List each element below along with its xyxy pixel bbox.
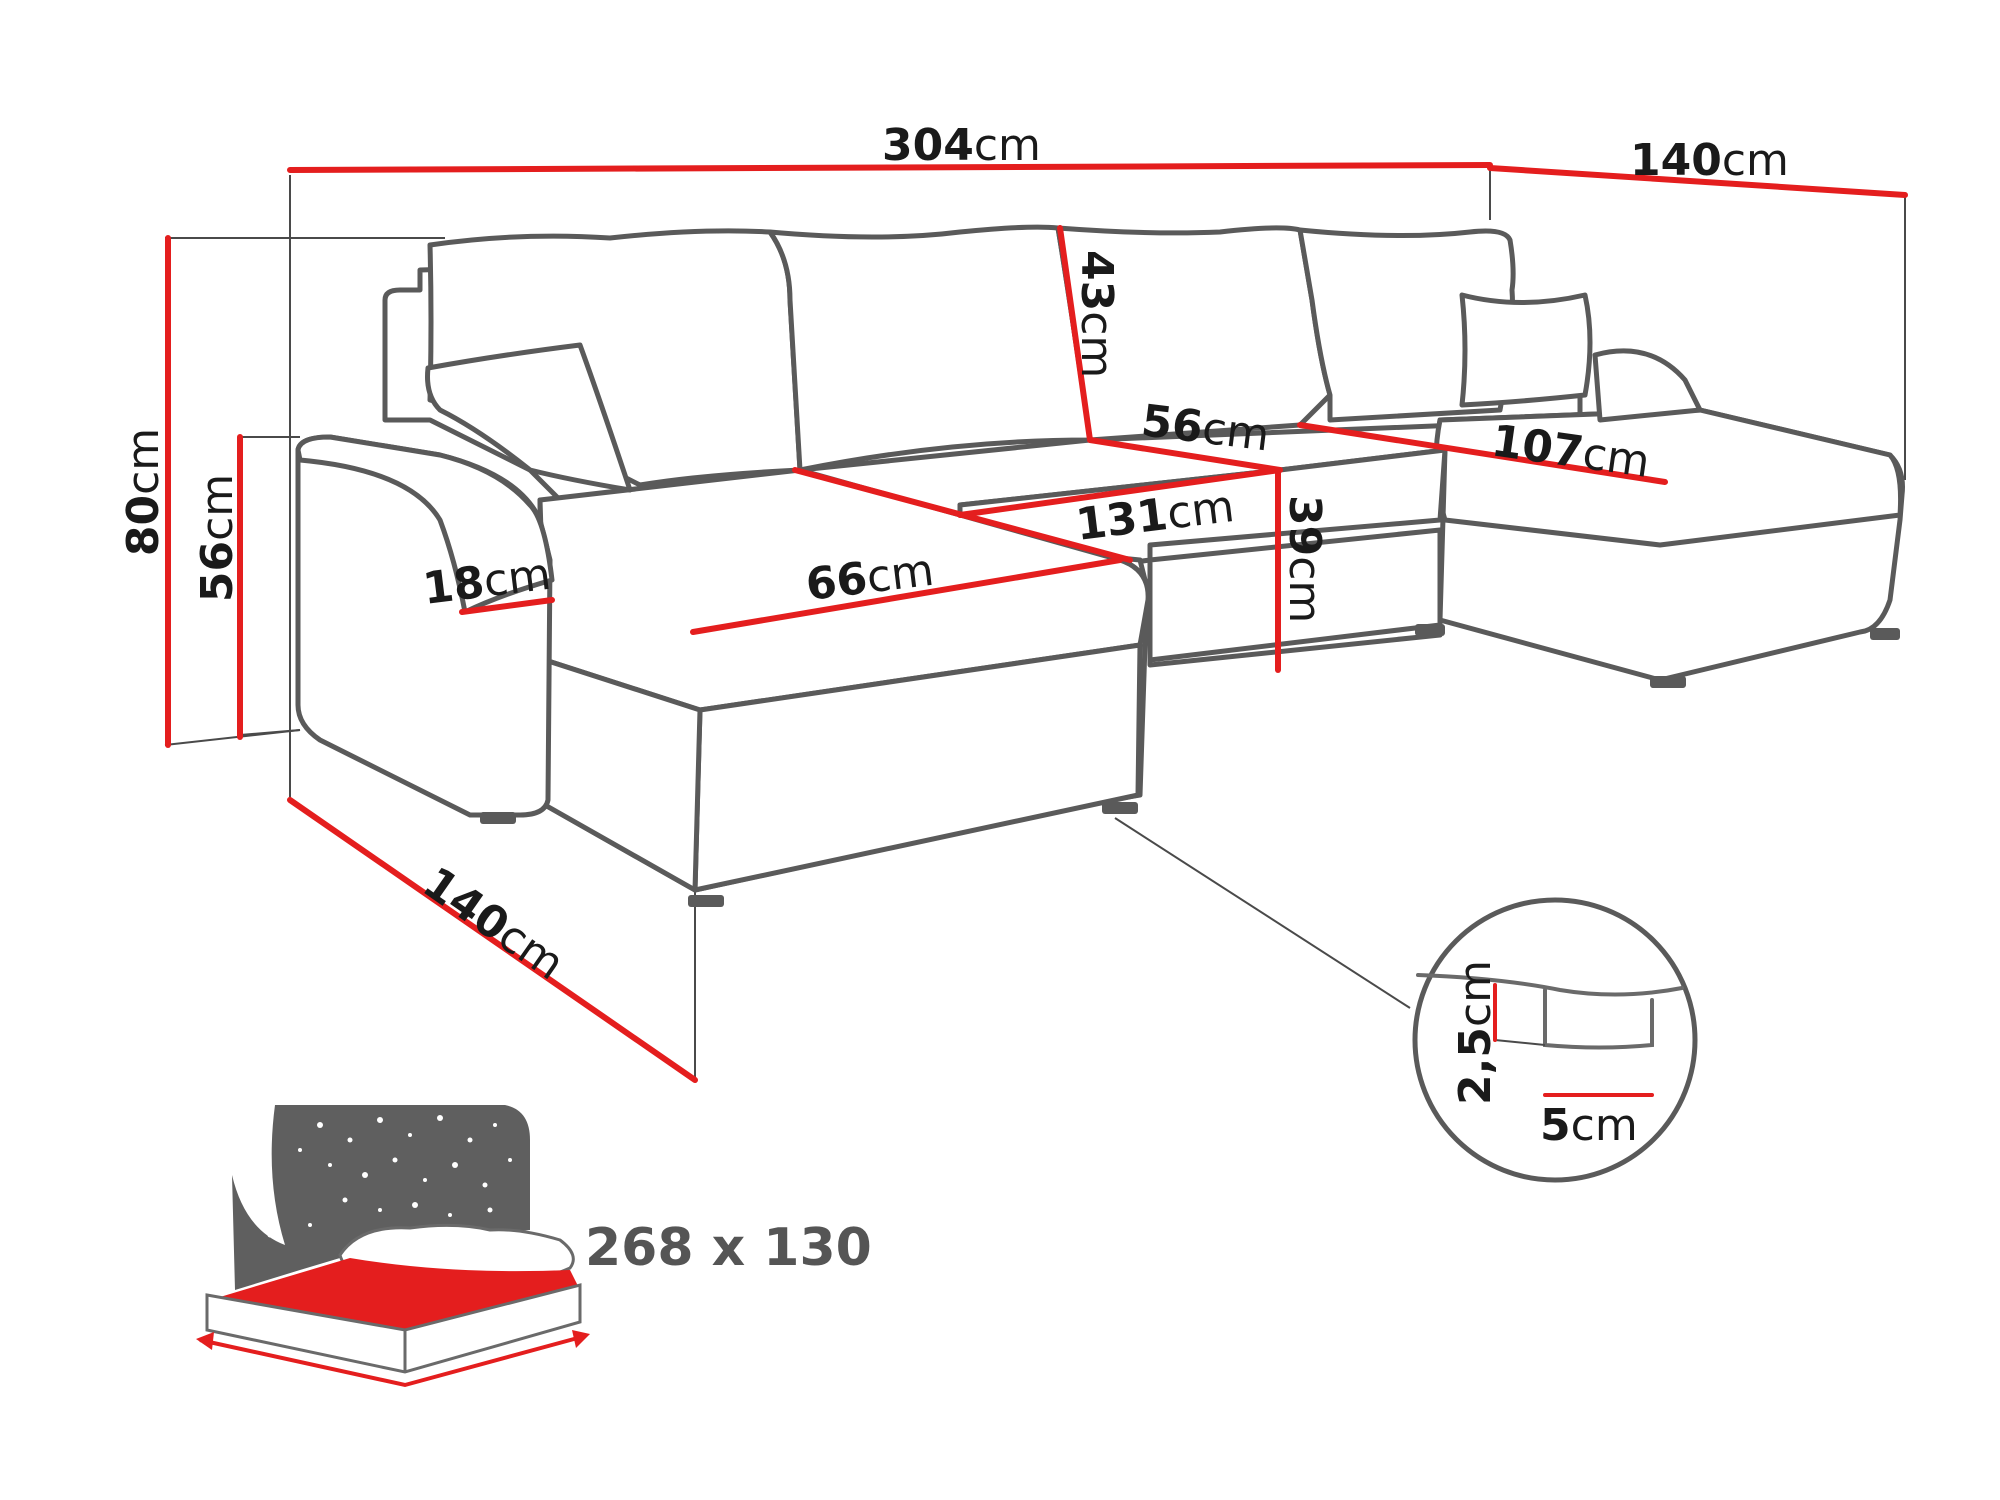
label-leg-height: 2,5cm xyxy=(1450,960,1501,1105)
leg xyxy=(1650,676,1686,688)
leg xyxy=(1870,628,1900,640)
label-back-cushion-height: 43cm xyxy=(1071,250,1122,378)
arrow-head-right-icon xyxy=(572,1330,590,1348)
sofa-drawing xyxy=(295,224,1905,907)
dim-line-armrest-width xyxy=(459,597,555,615)
throw-pillow-left xyxy=(425,342,633,493)
leg-detail-inset: 2,5cm 5cm xyxy=(1412,897,1698,1183)
leg xyxy=(480,812,516,824)
dimension-labels: 304cm 140cm 80cm 56cm 140cm 18cm 66cm 13… xyxy=(118,120,1789,990)
dim-line-left-depth xyxy=(287,797,698,1083)
sleeping-area-icon: 268 x 130 xyxy=(196,1105,872,1388)
label-center-seat-width: 131cm xyxy=(1073,481,1237,551)
right-chaise-arm xyxy=(1592,348,1703,423)
dim-line-right-depth xyxy=(1487,165,1908,198)
label-center-seat-depth: 56cm xyxy=(1139,395,1273,461)
stars-icon xyxy=(253,1115,512,1238)
leg xyxy=(688,895,724,907)
leg-detail-sofa-base xyxy=(1416,973,1684,997)
label-left-seat-depth: 66cm xyxy=(803,545,937,611)
leg xyxy=(1102,802,1138,814)
label-armrest-width: 18cm xyxy=(420,549,554,615)
sleeping-area-label: 268 x 130 xyxy=(585,1218,872,1278)
label-left-depth: 140cm xyxy=(414,857,573,990)
dim-line-back-cushion-height xyxy=(1057,225,1093,443)
extension-lines xyxy=(164,168,1906,1080)
leg-detail-foot xyxy=(1543,988,1654,1050)
dim-line-left-seat-depth xyxy=(690,557,1123,635)
label-right-seat-depth: 107cm xyxy=(1488,415,1652,488)
back-cushion-right xyxy=(1297,227,1516,423)
label-right-depth: 140cm xyxy=(1630,135,1789,186)
arrow-head-left-icon xyxy=(196,1332,214,1350)
label-armrest-height: 56cm xyxy=(192,474,243,602)
size-arrow-icon xyxy=(199,1334,586,1388)
left-armrest-top xyxy=(295,434,555,615)
leg-detail-leader xyxy=(1494,1039,1546,1046)
throw-pillow-right xyxy=(1459,292,1593,408)
label-total-length: 304cm xyxy=(882,120,1041,171)
dim-line-right-seat-depth xyxy=(1297,422,1668,485)
label-seat-height: 39cm xyxy=(1279,495,1330,623)
dim-line-total-length xyxy=(287,162,1493,173)
dim-line-center-seat-width xyxy=(957,467,1283,518)
leg xyxy=(1415,624,1445,636)
red-dimension-lines xyxy=(165,162,1908,1083)
label-leg-width: 5cm xyxy=(1540,1100,1638,1151)
night-sky-icon xyxy=(232,1105,530,1290)
dim-line-center-seat-depth xyxy=(1087,437,1283,473)
back-cushion-center-left xyxy=(767,224,1093,473)
leg-detail-circle xyxy=(1412,897,1698,1183)
label-total-height: 80cm xyxy=(118,428,169,556)
